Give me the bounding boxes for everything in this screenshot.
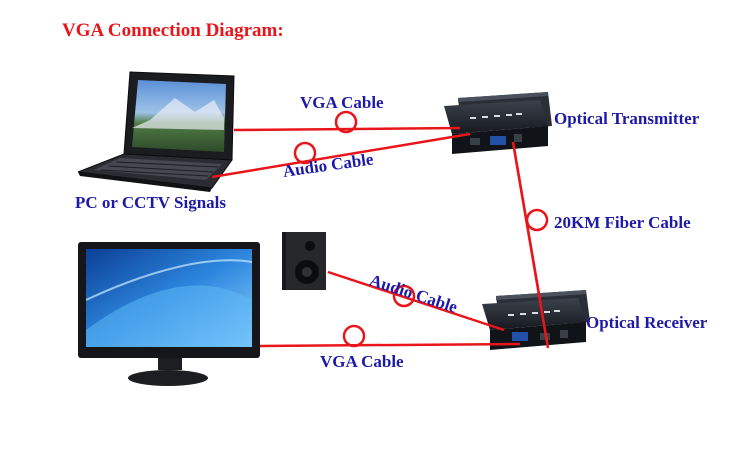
audio-cable-top-line: [211, 132, 471, 179]
vga-cable-bottom-ring: [342, 324, 366, 348]
receiver-label: Optical Receiver: [586, 313, 708, 332]
monitor-icon: [78, 242, 260, 386]
fiber-cable-line-2: [511, 141, 550, 349]
fiber-cable-label: 20KM Fiber Cable: [554, 213, 691, 232]
laptop-icon: [77, 71, 235, 192]
source-label: PC or CCTV Signals: [75, 193, 226, 212]
transmitter-device-icon: [444, 92, 552, 154]
vga-cable-top-label: VGA Cable: [300, 93, 384, 112]
vga-cable-bottom-label: VGA Cable: [320, 352, 404, 371]
vga-cable-top-line: [233, 126, 461, 132]
speaker-icon: [282, 232, 326, 290]
fiber-cable-ring: [525, 208, 549, 232]
diagram-title: VGA Connection Diagram:: [62, 20, 284, 41]
audio-cable-bottom-ring: [392, 284, 416, 308]
transmitter-label: Optical Transmitter: [554, 109, 700, 128]
audio-cable-top-ring: [293, 141, 317, 165]
audio-cable-bottom-line: [327, 270, 505, 332]
vga-cable-bottom-line: [259, 342, 521, 348]
vga-cable-top-ring: [334, 110, 358, 134]
receiver-device-icon: [482, 290, 590, 350]
